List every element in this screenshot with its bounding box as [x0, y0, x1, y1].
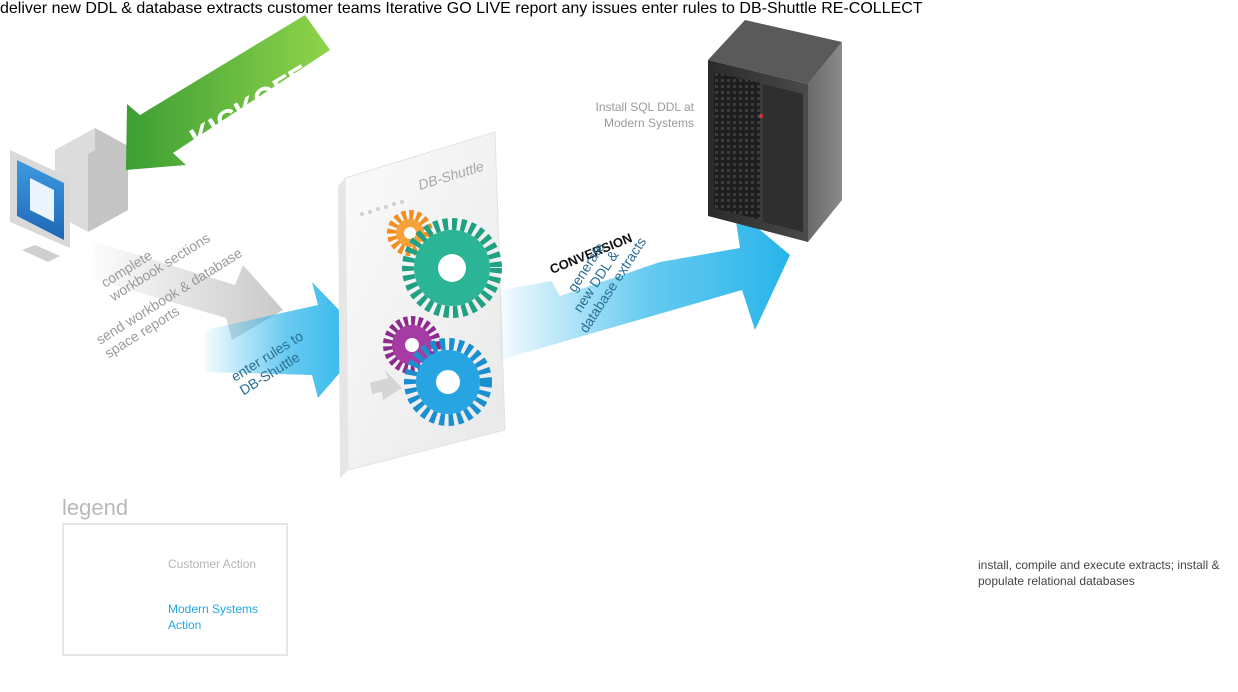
recollect-label: RE-COLLECT	[821, 0, 923, 17]
panel-small-arrow-icon	[370, 370, 402, 400]
blue-gear-icon	[404, 338, 492, 426]
enter-rules-arrow-2: enter rules to DB-Shuttle	[642, 0, 822, 17]
db-shuttle-panel: DB-Shuttle	[338, 131, 506, 478]
panel-dots	[360, 200, 404, 216]
install-sql-ddl-note: Install SQL DDL at Modern Systems	[595, 100, 694, 130]
kickoff-arrow: KICKOFF	[126, 15, 330, 170]
teal-gear-icon	[402, 218, 502, 318]
legend-box	[62, 523, 288, 656]
report-issues-arrow: report any issues	[515, 0, 641, 17]
iterative-label: Iterative	[385, 0, 443, 17]
legend-title: legend	[62, 495, 129, 520]
legend-modern-action-label: Modern Systems Action	[168, 602, 259, 632]
conversion-arrow: CONVERSION generate new DDL & database e…	[500, 208, 790, 360]
go-live-label: GO LIVE	[446, 0, 511, 17]
deliver-label: deliver new DDL & database extracts	[0, 0, 263, 17]
report-issues-label: report any issues	[515, 0, 638, 17]
legend-customer-action-label: Customer Action	[168, 557, 257, 571]
recollect-striped-arrow: RE-COLLECT	[821, 0, 922, 17]
enter-rules-label-2: enter rules to DB-Shuttle	[641, 0, 817, 17]
customer-computer-icon	[10, 128, 128, 262]
customer-teams-label: customer teams	[267, 0, 381, 17]
customer-teams-arrow: customer teams	[267, 0, 385, 17]
go-live-flag: GO LIVE	[447, 0, 515, 17]
deliver-arrow: deliver new DDL & database extracts	[0, 0, 267, 17]
server-top-icon	[708, 20, 842, 242]
install-compile-note: install, compile and execute extracts; i…	[978, 558, 1220, 588]
